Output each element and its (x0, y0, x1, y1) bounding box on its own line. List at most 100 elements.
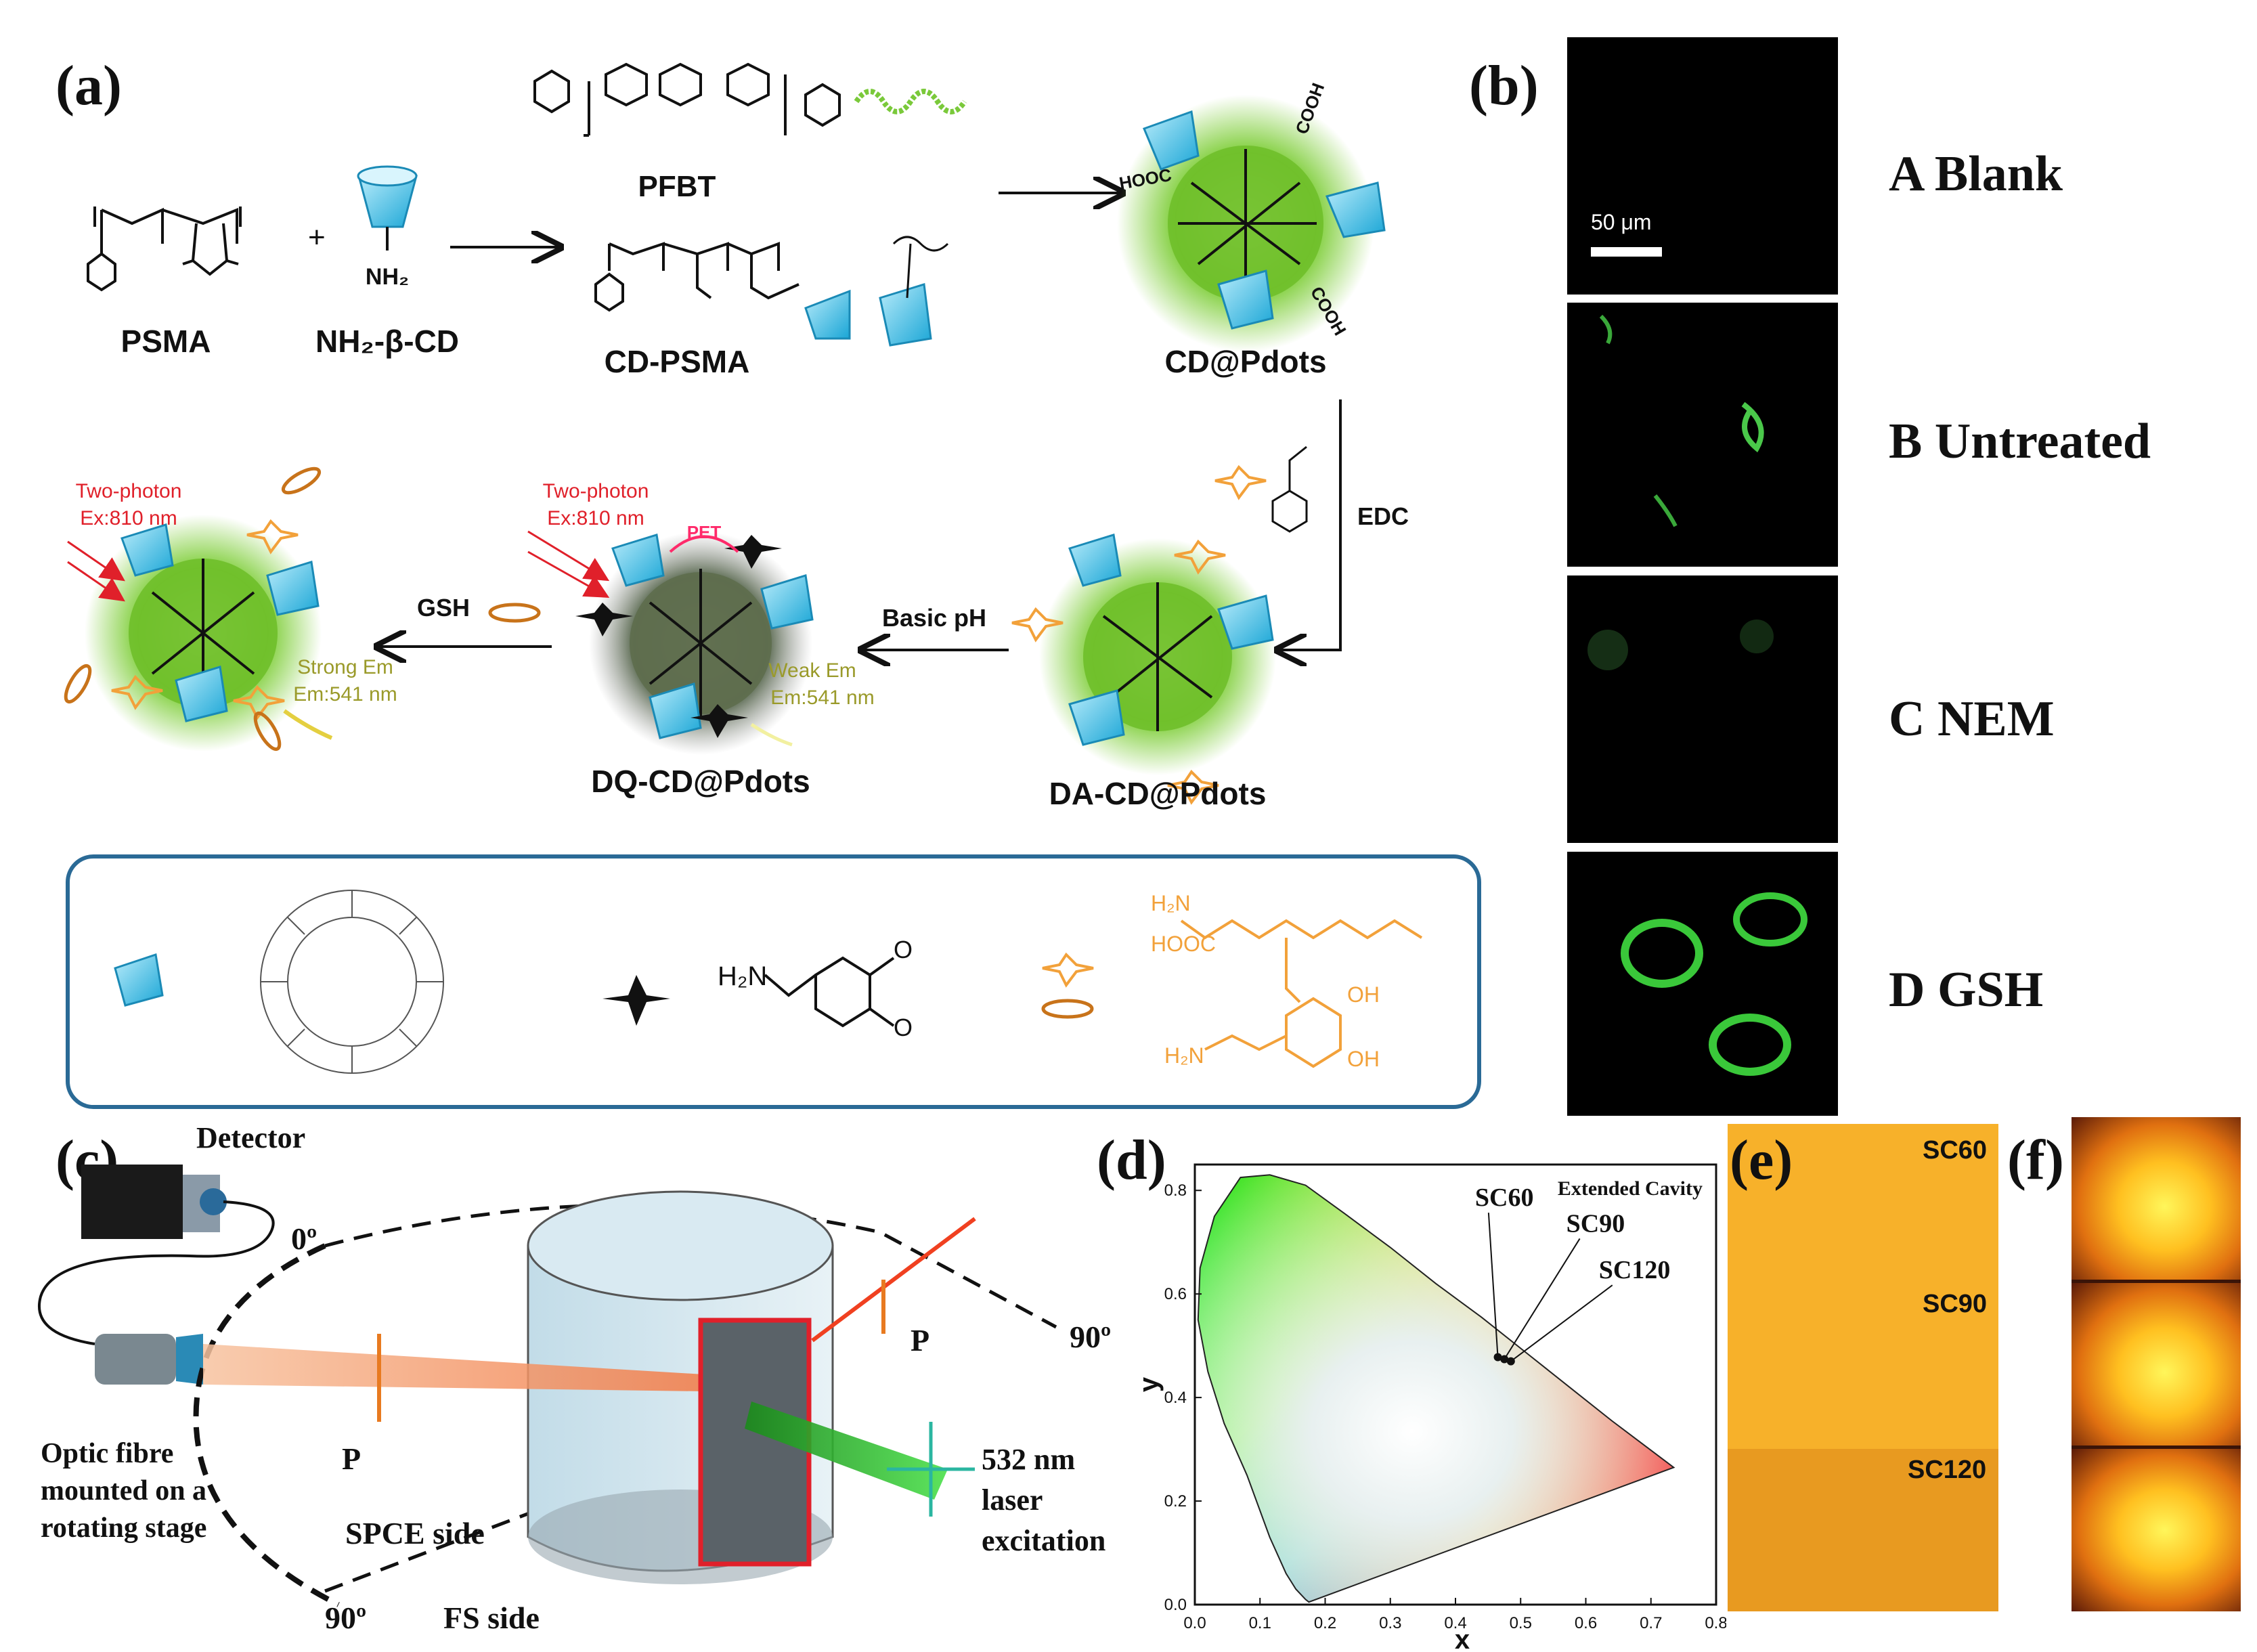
sc90-label: SC90 (1923, 1290, 1988, 1318)
optic-line-3: rotating stage (41, 1513, 206, 1544)
legend-cup-icon (114, 953, 164, 1007)
y-tick-label: 0.8 (1164, 1181, 1187, 1200)
legend-oh2: OH (1347, 1047, 1380, 1071)
cdpdots-particle (1117, 95, 1386, 352)
x-tick-label: 0.6 (1575, 1614, 1597, 1632)
basic-ph-label: Basic pH (882, 604, 986, 632)
strong-em-label: Strong Em (297, 656, 393, 678)
row-label-untreated: B Untreated (1889, 414, 2151, 469)
detector-icon (81, 1165, 227, 1239)
x-tick-label: 0.0 (1183, 1614, 1206, 1632)
legend-gsh-adduct-icon (1042, 952, 1094, 988)
dopamine-structure (1271, 445, 1308, 533)
cyclodextrin-structure (260, 890, 444, 1074)
x-tick-label: 0.7 (1640, 1614, 1662, 1632)
da-star-icon (1214, 464, 1267, 500)
ex-mid-label: Ex:810 nm (547, 507, 644, 529)
y-tick-label: 0.4 (1164, 1389, 1187, 1407)
reflected-beam (811, 1217, 976, 1343)
deg0-label: 0º (291, 1221, 317, 1256)
laser-polarization-icon (887, 1422, 975, 1517)
em-left-label: Em:541 nm (293, 683, 397, 705)
microscopy-cell-a: 50 μm (1567, 37, 1838, 295)
weak-em-label: Weak Em (768, 659, 856, 682)
p-right-label: P (911, 1323, 929, 1357)
microscopy-cell-d (1567, 852, 1838, 1116)
p-left-label: P (342, 1441, 361, 1476)
label-sc90: SC90 (1566, 1209, 1625, 1238)
nh2cd-label: NH₂-β-CD (315, 324, 459, 359)
legend-hooc-gsh: HOOC (1151, 932, 1216, 956)
cdpsma-label: CD-PSMA (605, 344, 750, 379)
panel-e-letter: (e) (1730, 1129, 1793, 1192)
leader-sc60 (1487, 1213, 1499, 1357)
panel-d-letter: (d) (1097, 1129, 1166, 1192)
x-tick-label: 0.2 (1314, 1614, 1336, 1632)
panel-a-letter: (a) (56, 54, 122, 117)
legend-oh1: OH (1347, 982, 1380, 1007)
gsh-adduct-structure (1180, 919, 1423, 1068)
y-tick-label: 0.6 (1164, 1285, 1187, 1303)
laser-line-1: 532 nm (982, 1443, 1075, 1476)
y-tick-label: 0.2 (1164, 1492, 1187, 1510)
panel-f-letter: (f) (2007, 1129, 2064, 1192)
quinone-structure (764, 956, 895, 1028)
x-tick-label: 0.4 (1444, 1614, 1466, 1632)
panel-c-diagram: Detector 0º 90º 90º P P SPCE si (38, 1121, 1111, 1635)
spce-label: SPCE side (345, 1516, 485, 1550)
cdpsma-cup2-icon (879, 236, 949, 347)
cdpsma-cup-icon (804, 289, 851, 340)
leader-sc120 (1510, 1284, 1613, 1362)
emission-photos (2072, 1117, 2241, 1611)
pfbt-structure (533, 62, 841, 137)
gsh-arrow-label: GSH (417, 594, 470, 622)
row-label-gsh: D GSH (1889, 962, 2044, 1018)
chart-title: Extended Cavity (1558, 1177, 1703, 1200)
optic-fibre-icon (95, 1334, 203, 1385)
leader-sc90 (1504, 1238, 1581, 1360)
microscopy-cell-c (1567, 575, 1838, 843)
deg90-right-label: 90º (1070, 1320, 1111, 1354)
fs-label: FS side (443, 1601, 540, 1635)
panel-b-letter: (b) (1469, 54, 1539, 117)
y-tick-label: 0.0 (1164, 1596, 1187, 1614)
x-tick-label: 0.5 (1510, 1614, 1532, 1632)
x-tick-label: 0.8 (1705, 1614, 1726, 1632)
cdpdots-label: CD@Pdots (1164, 344, 1326, 379)
dacd-particle (1011, 534, 1276, 805)
optic-line-2: mounted on a (41, 1475, 206, 1506)
edc-label: EDC (1357, 502, 1409, 530)
optic-line-1: Optic fibre (41, 1438, 173, 1469)
spectral-locus (1197, 1174, 1675, 1603)
label-sc60: SC60 (1475, 1183, 1534, 1212)
emission-photo-2 (2072, 1283, 2241, 1446)
legend-h2n-label: H₂N (718, 961, 767, 991)
label-sc120: SC120 (1599, 1256, 1671, 1284)
final-particle (64, 466, 322, 752)
row-label-blank: A Blank (1889, 146, 2063, 202)
laser-line-2: laser (982, 1483, 1043, 1517)
scale-bar (1591, 247, 1662, 257)
cd-cup-icon (357, 165, 418, 251)
deg90-bottom-label: 90º (325, 1601, 366, 1635)
psma-structure (87, 206, 242, 292)
red-beam (203, 1344, 704, 1391)
legend-h2n-2: H₂N (1164, 1043, 1204, 1068)
scale-bar-label: 50 μm (1591, 210, 1652, 234)
cdpsma-structure (594, 242, 799, 312)
panel-a-scheme: PSMA + NH₂ NH₂-β-CD PFBT (64, 62, 1481, 1109)
laser-line-3: excitation (982, 1524, 1105, 1557)
detector-label: Detector (196, 1121, 305, 1154)
pfbt-label: PFBT (638, 170, 716, 203)
emission-photo-1 (2072, 1117, 2241, 1280)
sample-strip-e (1728, 1124, 1998, 1611)
nh2-label: NH₂ (366, 264, 409, 290)
em-mid-label: Em:541 nm (770, 687, 874, 709)
svg-text:O: O (894, 1014, 913, 1041)
sc120-region (1728, 1449, 1998, 1611)
row-label-nem: C NEM (1889, 691, 2055, 747)
svg-text:O: O (894, 936, 913, 963)
